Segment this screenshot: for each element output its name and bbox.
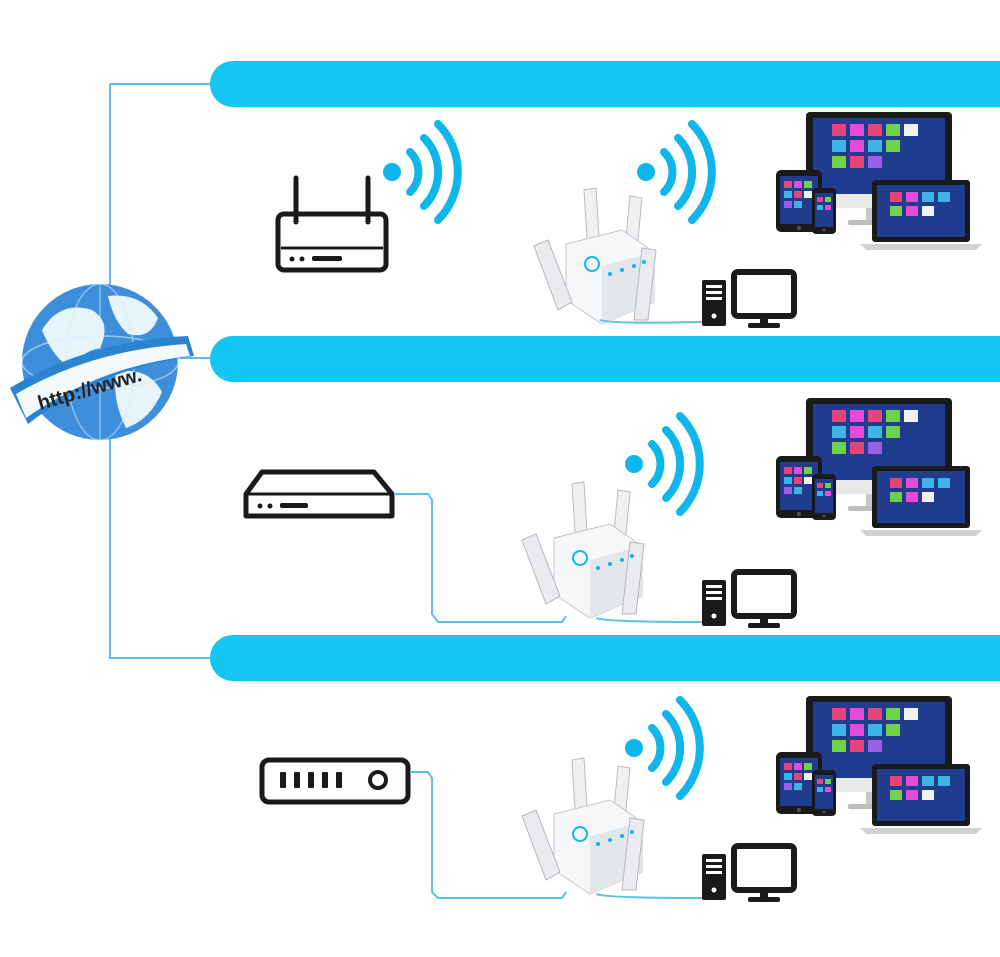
network-band-3	[210, 635, 1000, 681]
client-devices-2	[776, 398, 982, 536]
network-band-2	[210, 336, 1000, 382]
modem-icon	[259, 757, 411, 805]
cable-extender-pc-2	[595, 617, 703, 623]
extender-wifi-signal-icon-3	[625, 700, 700, 796]
desktop-pc-icon-1	[702, 272, 794, 328]
wifi-router-icon	[275, 175, 389, 273]
client-devices-3	[776, 696, 982, 834]
wifi-extender-2	[521, 481, 645, 619]
router-wifi-signal-icon	[383, 124, 458, 220]
cable-extender-pc-3	[595, 893, 703, 899]
cable-extender-pc-1	[599, 319, 703, 324]
wifi-extender-3	[521, 757, 645, 895]
cable-modem-extender-3	[410, 771, 567, 899]
cable-router-extender-2	[394, 493, 567, 623]
desktop-pc-icon-3	[702, 846, 794, 902]
wired-router-icon	[243, 469, 395, 519]
extender-wifi-signal-icon-1	[637, 124, 712, 220]
client-devices-1	[776, 112, 982, 250]
wifi-extender-1	[533, 187, 657, 325]
network-band-1	[210, 61, 1000, 107]
desktop-pc-icon-2	[702, 572, 794, 628]
internet-globe-icon: http://www.	[10, 283, 194, 441]
extender-wifi-signal-icon-2	[625, 416, 700, 512]
trunk-lines	[109, 83, 215, 659]
